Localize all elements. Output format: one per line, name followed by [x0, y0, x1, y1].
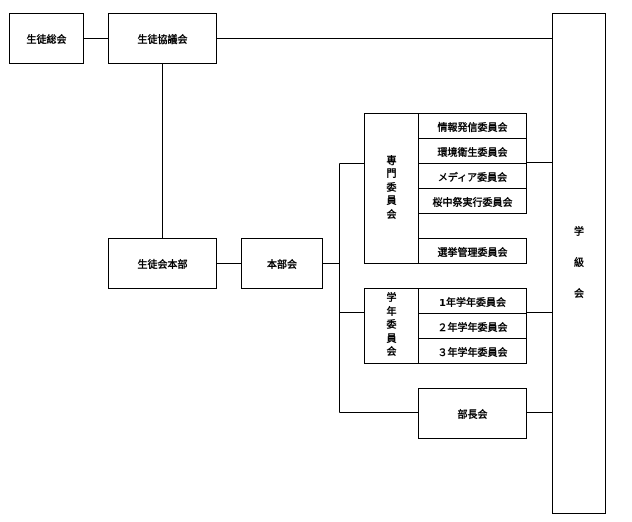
grade-2-committee-box: ２年学年委員会: [418, 313, 527, 339]
committee-info-box: 情報発信委員会: [418, 113, 527, 139]
student-council-meeting-box: 生徒協議会: [108, 13, 217, 64]
vertical-label-char: 委: [386, 320, 397, 332]
vertical-label-char: 学: [386, 293, 397, 305]
vertical-label-char: 級: [574, 258, 584, 269]
class-meeting-label: 学級会: [574, 217, 584, 310]
specialist-committee-box: 専門委員会: [364, 113, 419, 264]
committee-media-box: メディア委員会: [418, 163, 527, 189]
vertical-label-char: 員: [386, 196, 397, 208]
club-leaders-meeting-box: 部長会: [418, 388, 527, 439]
specialist-committee-label: 専門委員会: [387, 155, 397, 223]
vertical-label-char: 会: [386, 209, 397, 221]
student-council-headquarters-box: 生徒会本部: [108, 238, 217, 289]
committee-festival-box: 桜中祭実行委員会: [418, 188, 527, 214]
grade-1-committee-box: 1年学年委員会: [418, 288, 527, 314]
vertical-label-char: 会: [574, 289, 584, 300]
student-general-assembly-box: 生徒総会: [9, 13, 84, 64]
vertical-label-char: 委: [386, 182, 397, 194]
committee-election-box: 選挙管理委員会: [418, 238, 527, 264]
vertical-label-char: 年: [386, 306, 397, 318]
grade-committee-label: 学年委員会: [387, 292, 397, 360]
vertical-label-char: 員: [386, 333, 397, 345]
grade-committee-box: 学年委員会: [364, 288, 419, 364]
vertical-label-char: 学: [574, 227, 584, 238]
vertical-label-char: 専: [386, 155, 397, 167]
vertical-label-char: 会: [386, 347, 397, 359]
vertical-label-char: 門: [386, 169, 397, 181]
grade-3-committee-box: ３年学年委員会: [418, 338, 527, 364]
committee-environment-box: 環境衛生委員会: [418, 138, 527, 164]
headquarters-meeting-box: 本部会: [241, 238, 323, 289]
class-meeting-box: 学級会: [552, 13, 606, 514]
